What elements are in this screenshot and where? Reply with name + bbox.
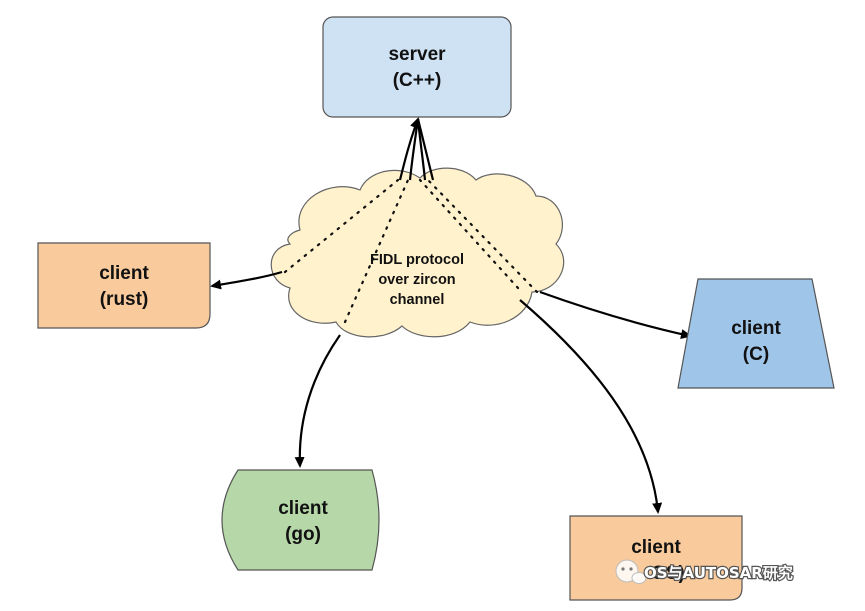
dotted-line-c [426,178,539,294]
c-box [677,278,835,389]
other-label-line2: OS) [651,563,685,584]
rust-box [37,242,211,329]
arrow-to-other [519,299,663,514]
wechat-icon [615,559,647,584]
server-label-line2: (C++) [393,70,442,91]
cloud-shape [270,167,565,338]
cloud-label-line2: over zircon [378,272,455,288]
server-box [322,16,512,118]
dotted-line-other [418,178,520,290]
c-label-line2: (C) [743,344,769,365]
server-label-line1: server [388,44,446,65]
watermark-text: OS与AUTOSAR研究 [644,564,793,582]
arrow-to-server-3 [416,118,427,181]
cloud-label-line3: channel [390,292,445,308]
arrow-to-server-4 [416,118,435,181]
fidl-cloud: FIDL protocol over zircon channel [270,167,565,338]
watermark: OS与AUTOSAR研究 [615,559,794,584]
go-box [221,469,380,571]
arrow-to-server-1 [398,117,420,181]
go-client-node: client (go) [221,469,380,571]
other-label-line1: client [631,537,681,558]
cloud-label-line1: FIDL protocol [370,252,464,268]
arrow-to-c [539,290,692,339]
arrow-to-go [294,334,341,468]
c-client-node: client (C) [677,278,835,389]
go-label-line1: client [278,498,328,519]
rust-label-line1: client [99,263,149,284]
dotted-line-rust [283,178,400,274]
arrow-to-rust [210,270,283,290]
rust-client-node: client (rust) [37,242,211,329]
arrow-to-server-2 [408,118,420,181]
solid-arrows [210,117,692,514]
dotted-line-go [343,178,410,324]
server-node: server (C++) [322,16,512,118]
other-client-node: client OS) [569,515,743,601]
go-label-line2: (go) [285,524,321,545]
other-box [569,515,743,601]
rust-label-line2: (rust) [100,289,149,310]
dotted-connections [283,178,539,324]
c-label-line1: client [731,318,781,339]
